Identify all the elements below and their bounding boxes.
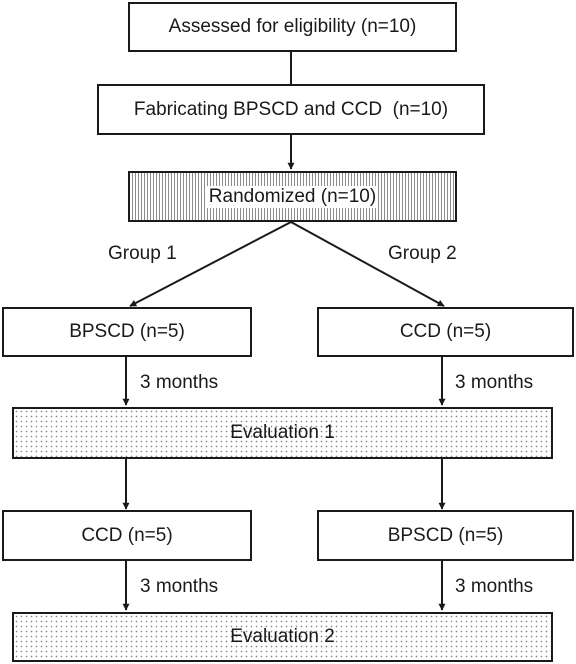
evaluation2-box: Evaluation 2 (12, 612, 553, 662)
group2-first-text: CCD (n=5) (399, 321, 492, 342)
fabricating-text: Fabricating BPSCD and CCD (n=10) (133, 98, 449, 120)
group2-second-box: BPSCD (n=5) (317, 510, 574, 561)
group1-first-box: BPSCD (n=5) (2, 307, 252, 357)
assessed-box: Assessed for eligibility (n=10) (128, 2, 457, 52)
evaluation2-text: Evaluation 2 (230, 626, 335, 647)
group1-second-text: CCD (n=5) (81, 524, 173, 546)
group1-second-box: CCD (n=5) (2, 510, 252, 561)
months-label-1b: 3 months (455, 372, 534, 393)
months-label-2a: 3 months (140, 576, 219, 597)
group1-first-text: BPSCD (n=5) (69, 321, 185, 342)
randomized-text: Randomized (n=10) (206, 185, 379, 208)
group1-label: Group 1 (108, 243, 177, 264)
group2-second-text: BPSCD (n=5) (387, 524, 504, 546)
months-label-2b: 3 months (455, 576, 534, 597)
arrow-randomized-group2 (290, 221, 445, 307)
group2-label: Group 2 (388, 243, 457, 264)
evaluation1-text: Evaluation 1 (230, 422, 335, 443)
months-label-1a: 3 months (140, 372, 219, 393)
randomized-box: Randomized (n=10) (128, 171, 457, 222)
arrow-randomized-group1 (129, 221, 292, 307)
fabricating-box: Fabricating BPSCD and CCD (n=10) (97, 84, 485, 135)
assessed-text: Assessed for eligibility (n=10) (168, 16, 417, 37)
evaluation1-box: Evaluation 1 (12, 407, 553, 459)
group2-first-box: CCD (n=5) (317, 307, 574, 357)
